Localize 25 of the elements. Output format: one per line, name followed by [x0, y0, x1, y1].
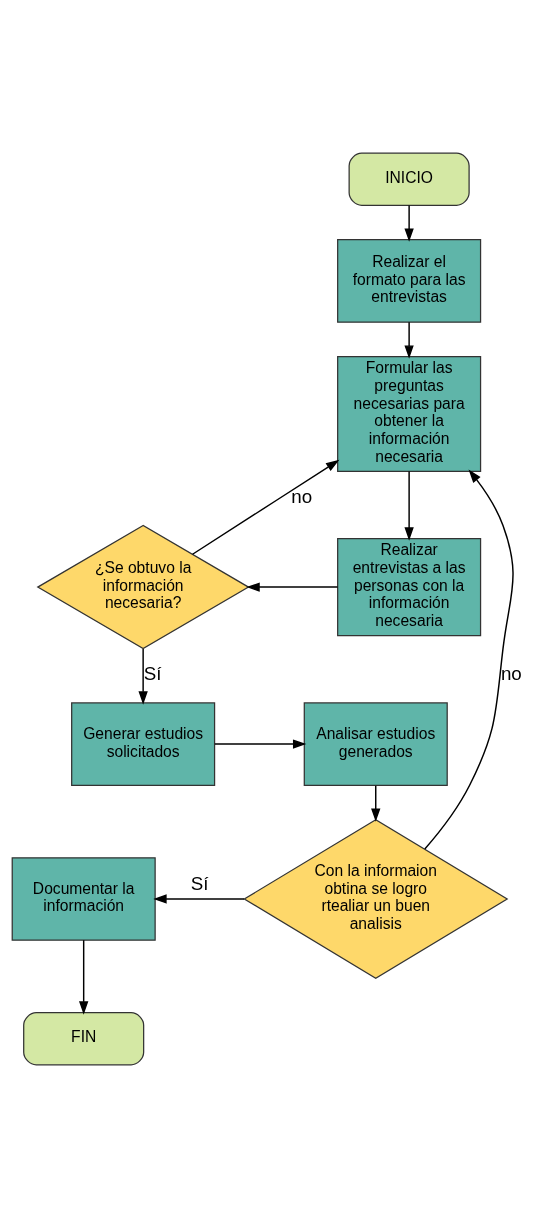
- node-box: FIN: [23, 1011, 145, 1065]
- arrow: [214, 738, 307, 749]
- edge-label: no: [291, 485, 313, 507]
- arrow: [404, 470, 414, 541]
- edge-label: Sí: [143, 662, 162, 684]
- arrow: [404, 204, 414, 242]
- node-diamond: ¿Se obtuvo la información necesaria?: [36, 524, 250, 649]
- arrow: [79, 939, 89, 1015]
- arrow: [153, 893, 245, 904]
- edge-label: Sí: [190, 872, 209, 894]
- node-box: Analisar estudios generados: [303, 701, 448, 786]
- node-box: INICIO: [348, 152, 470, 206]
- node-box: Realizar entrevistas a las personas con la información necesaria: [337, 537, 482, 636]
- node-diamond: Con la informaion obtina se logro rtealiar un buen analisis: [243, 818, 509, 979]
- node-box: Documentar la información: [11, 856, 156, 941]
- arrow: [246, 581, 339, 592]
- node-box: Formular las preguntas necesarias para obtener la información necesaria: [337, 355, 482, 472]
- arrow: [191, 459, 340, 555]
- arrow: [138, 647, 148, 705]
- edge-label: no: [500, 662, 522, 684]
- node-box: Realizar el formato para las entrevistas: [337, 238, 482, 323]
- arrow: [371, 784, 381, 822]
- arrow: [424, 469, 514, 850]
- arrow: [404, 321, 414, 359]
- node-box: Generar estudios solicitados: [71, 701, 216, 786]
